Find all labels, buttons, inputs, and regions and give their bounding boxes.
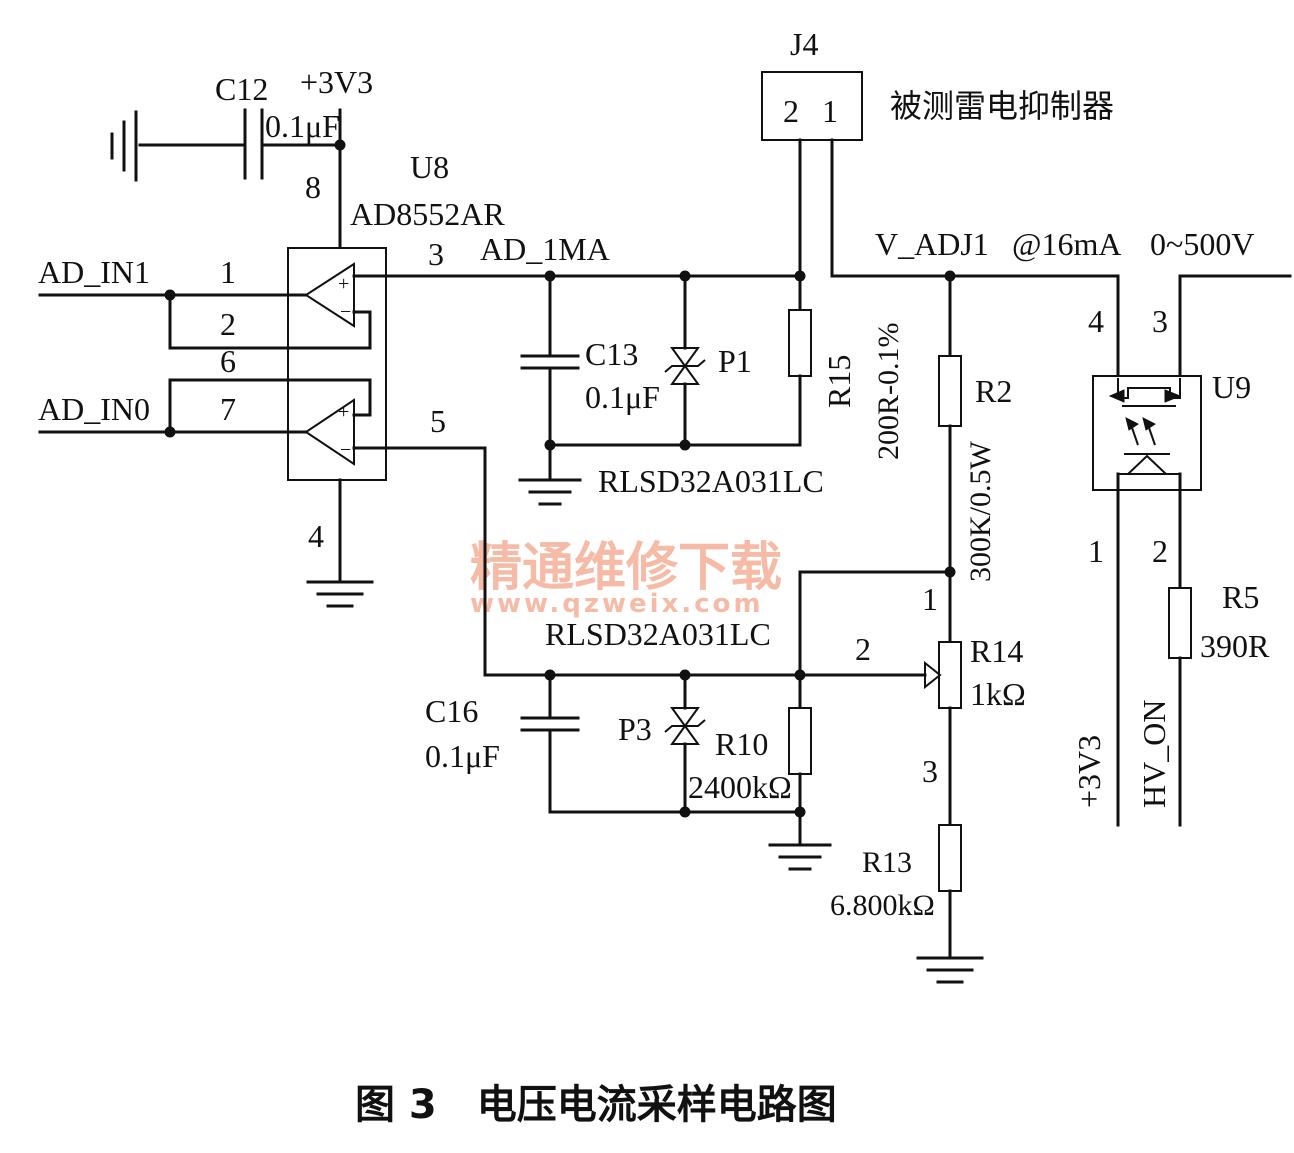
r15-resistor [788,274,812,447]
r10-resistor [788,673,812,847]
u9-led-symbol [1116,453,1182,492]
u8-part: AD8552AR [350,196,505,232]
junction-dot [794,806,806,818]
u9-mosfet-symbol [1108,378,1182,407]
p3-tvs-diode [664,673,706,814]
r14-wiper-arrow [924,660,942,690]
u9-pin1: 1 [1088,533,1104,569]
u8-pin1: 1 [220,254,236,290]
u9-pin3: 3 [1152,303,1168,339]
c12-capacitor [138,108,342,180]
r13-label: R13 [862,846,912,879]
net-3v3-label: +3V3 [1071,735,1107,808]
u9-pin2: 2 [1152,533,1168,569]
junction-dot [679,439,691,451]
u8-package [287,247,387,481]
u8-opamp-b: + − [304,398,355,466]
c13-label: C13 [585,336,638,372]
c16-value: 0.1μF [425,738,500,774]
svg-text:−: − [340,301,351,323]
r14-value: 1kΩ [970,676,1026,712]
u8-pin6: 6 [220,343,236,379]
c13-capacitor [520,274,580,447]
r14-pin3: 3 [922,753,938,789]
j4-pin1: 1 [822,93,838,129]
r14-pin2: 2 [855,631,871,667]
c13-value: 0.1μF [585,379,660,415]
r14-potentiometer [938,641,962,709]
c12-value: 0.1μF [265,108,340,144]
rlsd-top-label: RLSD32A031LC [598,463,824,499]
svg-text:−: − [340,439,351,461]
v-adj1-label: V_ADJ1 [875,226,989,262]
r15-value: 200R-0.1% [872,323,905,461]
u9-light-arrows [1125,417,1156,446]
v-adj1-current: @16mA [1012,226,1121,262]
v-adj1-net [830,138,1120,380]
figure-caption: 图 3 电压电流采样电路图 [355,1082,837,1128]
rlsd-bottom-label: RLSD32A031LC [545,616,771,652]
supply-label: +3V3 [300,64,373,100]
svg-text:+: + [338,401,349,423]
j4-connector [761,71,863,141]
watermark-name: 精通维修下载 [470,538,782,598]
watermark-url: www.qzweix.com [470,589,764,619]
r15-label: R15 [821,355,857,408]
u8-label: U8 [410,149,449,185]
r13-value: 6.800kΩ [830,889,935,922]
ground-symbol-c13 [518,478,582,506]
j4-label: J4 [790,26,818,62]
u8-pin5: 5 [430,403,446,439]
c16-capacitor [520,673,580,814]
r2-label: R2 [975,373,1012,409]
p1-tvs-diode [664,274,706,447]
v-range-label: 0~500V [1150,226,1254,262]
r5-label: R5 [1222,579,1259,615]
r14-label: R14 [970,633,1023,669]
r14-pin1-link [798,570,952,677]
u8-pin3: 3 [428,236,444,272]
ground-symbol-c12 [110,110,138,182]
r10-label: R10 [715,726,768,762]
r2-value: 300K/0.5W [964,441,997,583]
p1-label: P1 [718,343,752,379]
r14-pin1: 1 [922,581,938,617]
c12-label: C12 [215,71,268,107]
p3-label: P3 [618,711,652,747]
r13-resistor [938,824,962,892]
r5-resistor [1168,587,1192,659]
u8-pin8: 8 [305,169,321,205]
r2-resistor [938,274,962,644]
u9-output-wire [1178,274,1292,380]
r5-value: 390R [1200,628,1270,664]
net-hv-on-label: HV_ON [1136,700,1172,808]
c16-label: C16 [425,693,478,729]
junction-dot [679,806,691,818]
r10-value: 2400kΩ [688,769,792,805]
ground-symbol-u8 [306,580,374,608]
svg-text:+: + [338,273,349,295]
j4-pin2: 2 [783,93,799,129]
u8-pin5-net [352,446,927,677]
u8-pin2: 2 [220,306,236,342]
u9-label: U9 [1212,369,1251,405]
u9-pin4: 4 [1088,303,1104,339]
junction-dot [334,139,346,151]
dut-label: 被测雷电抑制器 [890,87,1114,125]
u8-pin4: 4 [308,518,324,554]
ad-in1-label: AD_IN1 [38,254,150,290]
ad-in0-label: AD_IN0 [38,391,150,427]
ground-symbol-r13 [916,956,984,984]
u8-opamp-a: + − [304,262,355,328]
ground-symbol-lower [768,843,832,871]
u8-pin7: 7 [220,391,236,427]
feedback-a [168,293,372,350]
ad-1ma-label: AD_1MA [480,231,610,267]
feedback-b [168,378,372,434]
